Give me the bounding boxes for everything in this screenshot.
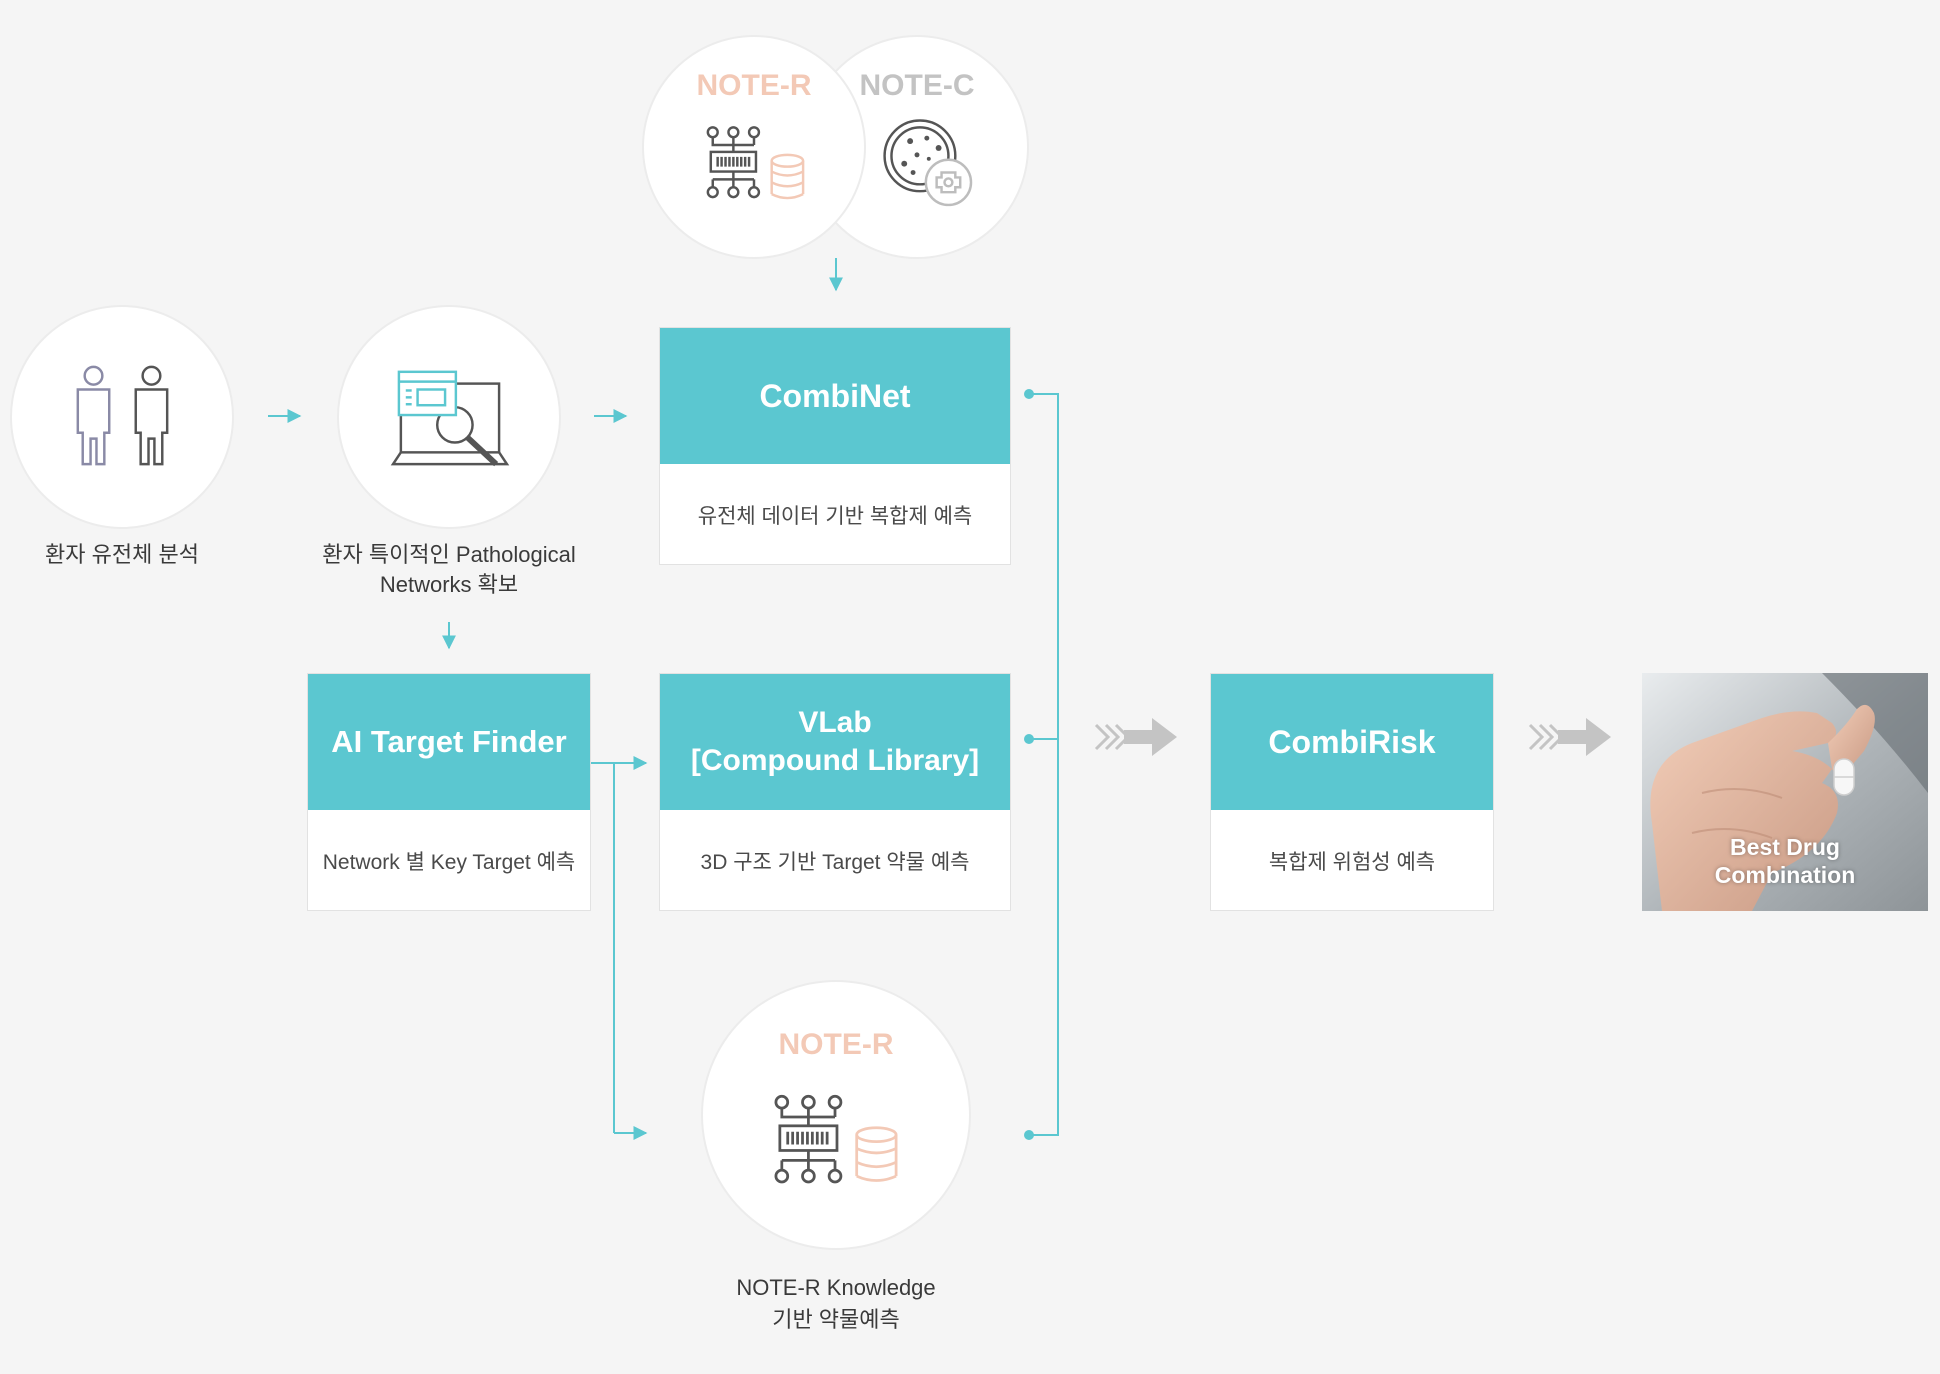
note-r-top-title: NOTE-R	[696, 69, 812, 102]
note-c-title: NOTE-C	[859, 69, 975, 102]
two-people-icon	[76, 365, 169, 466]
note-r-bottom-title: NOTE-R	[778, 1028, 894, 1061]
combinet-desc: 유전체 데이터 기반 복합제 예측	[697, 505, 973, 528]
ai-target-finder-desc: Network 별 Key Target 예측	[322, 851, 576, 874]
vlab-box: VLab [Compound Library] 3D 구조 기반 Target …	[659, 673, 1011, 911]
pathological-circle	[337, 305, 561, 529]
dot-note-r	[1024, 1130, 1034, 1140]
combirisk-desc: 복합제 위험성 예측	[1268, 851, 1436, 874]
ai-target-finder-box: AI Target Finder Network 별 Key Target 예측	[307, 673, 591, 911]
gray-arrow-to-result	[1528, 723, 1565, 751]
laptop-magnifier-icon	[390, 370, 510, 467]
gray-arrow-head-1	[1124, 718, 1177, 756]
gray-arrow-head-2	[1558, 718, 1611, 756]
gray-arrow-to-combirisk	[1094, 723, 1131, 751]
result-photo: Best Drug Combination	[1642, 673, 1928, 911]
hand-holding-pill-icon	[1642, 673, 1928, 911]
petri-dish-icon	[883, 119, 973, 207]
note-r-top-circle: NOTE-R	[642, 35, 866, 259]
combirisk-title: CombiRisk	[1211, 674, 1493, 810]
patient-circle	[10, 305, 234, 529]
note-r-bottom-label: NOTE-R Knowledge 기반 약물예측	[736, 1275, 936, 1332]
arrow-ai-target-branch	[591, 762, 615, 1133]
note-r-bottom-circle: NOTE-R	[701, 980, 971, 1250]
bracket-collector	[1029, 393, 1059, 1136]
circuit-database-icon	[774, 1094, 898, 1184]
vlab-title: VLab [Compound Library]	[660, 674, 1010, 810]
pathological-label: 환자 특이적인 Pathological Networks 확보	[322, 542, 576, 597]
result-caption: Best Drug Combination	[1714, 834, 1856, 888]
patient-label: 환자 유전체 분석	[45, 542, 199, 567]
ai-target-finder-title: AI Target Finder	[308, 674, 590, 810]
dot-combinet	[1024, 389, 1034, 399]
dot-vlab	[1024, 734, 1034, 744]
combinet-title: CombiNet	[660, 328, 1010, 464]
vlab-desc: 3D 구조 기반 Target 약물 예측	[700, 851, 970, 874]
combirisk-box: CombiRisk 복합제 위험성 예측	[1210, 673, 1494, 911]
note-c-circle: NOTE-C	[805, 35, 1029, 259]
combinet-box: CombiNet 유전체 데이터 기반 복합제 예측	[659, 327, 1011, 565]
circuit-database-icon	[706, 126, 805, 200]
